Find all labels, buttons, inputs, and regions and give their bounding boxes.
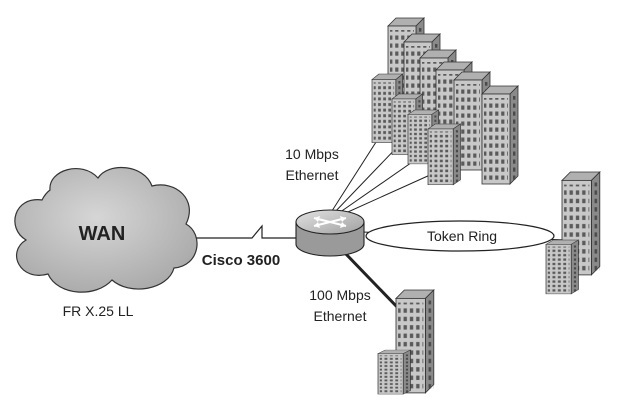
building-icon: [427, 123, 461, 186]
ethernet-10-label-line2: Ethernet: [286, 167, 339, 183]
wan-sublabel: FR X.25 LL: [63, 303, 134, 319]
building-icon: [377, 349, 411, 395]
router-icon: [295, 209, 365, 257]
wan-cloud-icon: [14, 166, 198, 293]
ethernet-10-link-3: [335, 157, 419, 216]
ethernet-10-link-4: [338, 174, 431, 217]
wan-label: WAN: [79, 223, 126, 245]
building-cluster-10mbps: [371, 17, 519, 186]
ethernet-10-label-line1: 10 Mbps: [285, 146, 339, 162]
building-cluster-100mbps: [377, 289, 435, 395]
wan-serial-link: [190, 224, 300, 239]
token-ring-ellipse: [365, 220, 555, 252]
ethernet-100-label-line2: Ethernet: [314, 308, 367, 324]
router-label: Cisco 3600: [202, 252, 280, 269]
building-icon: [545, 239, 579, 295]
ethernet-10-link-2: [332, 141, 403, 215]
building-icon: [481, 85, 519, 185]
token-ring-label: Token Ring: [427, 228, 497, 244]
building-cluster-token-ring: [545, 171, 601, 295]
ethernet-100-link: [342, 250, 402, 312]
ethernet-100-label-line1: 100 Mbps: [309, 287, 370, 303]
